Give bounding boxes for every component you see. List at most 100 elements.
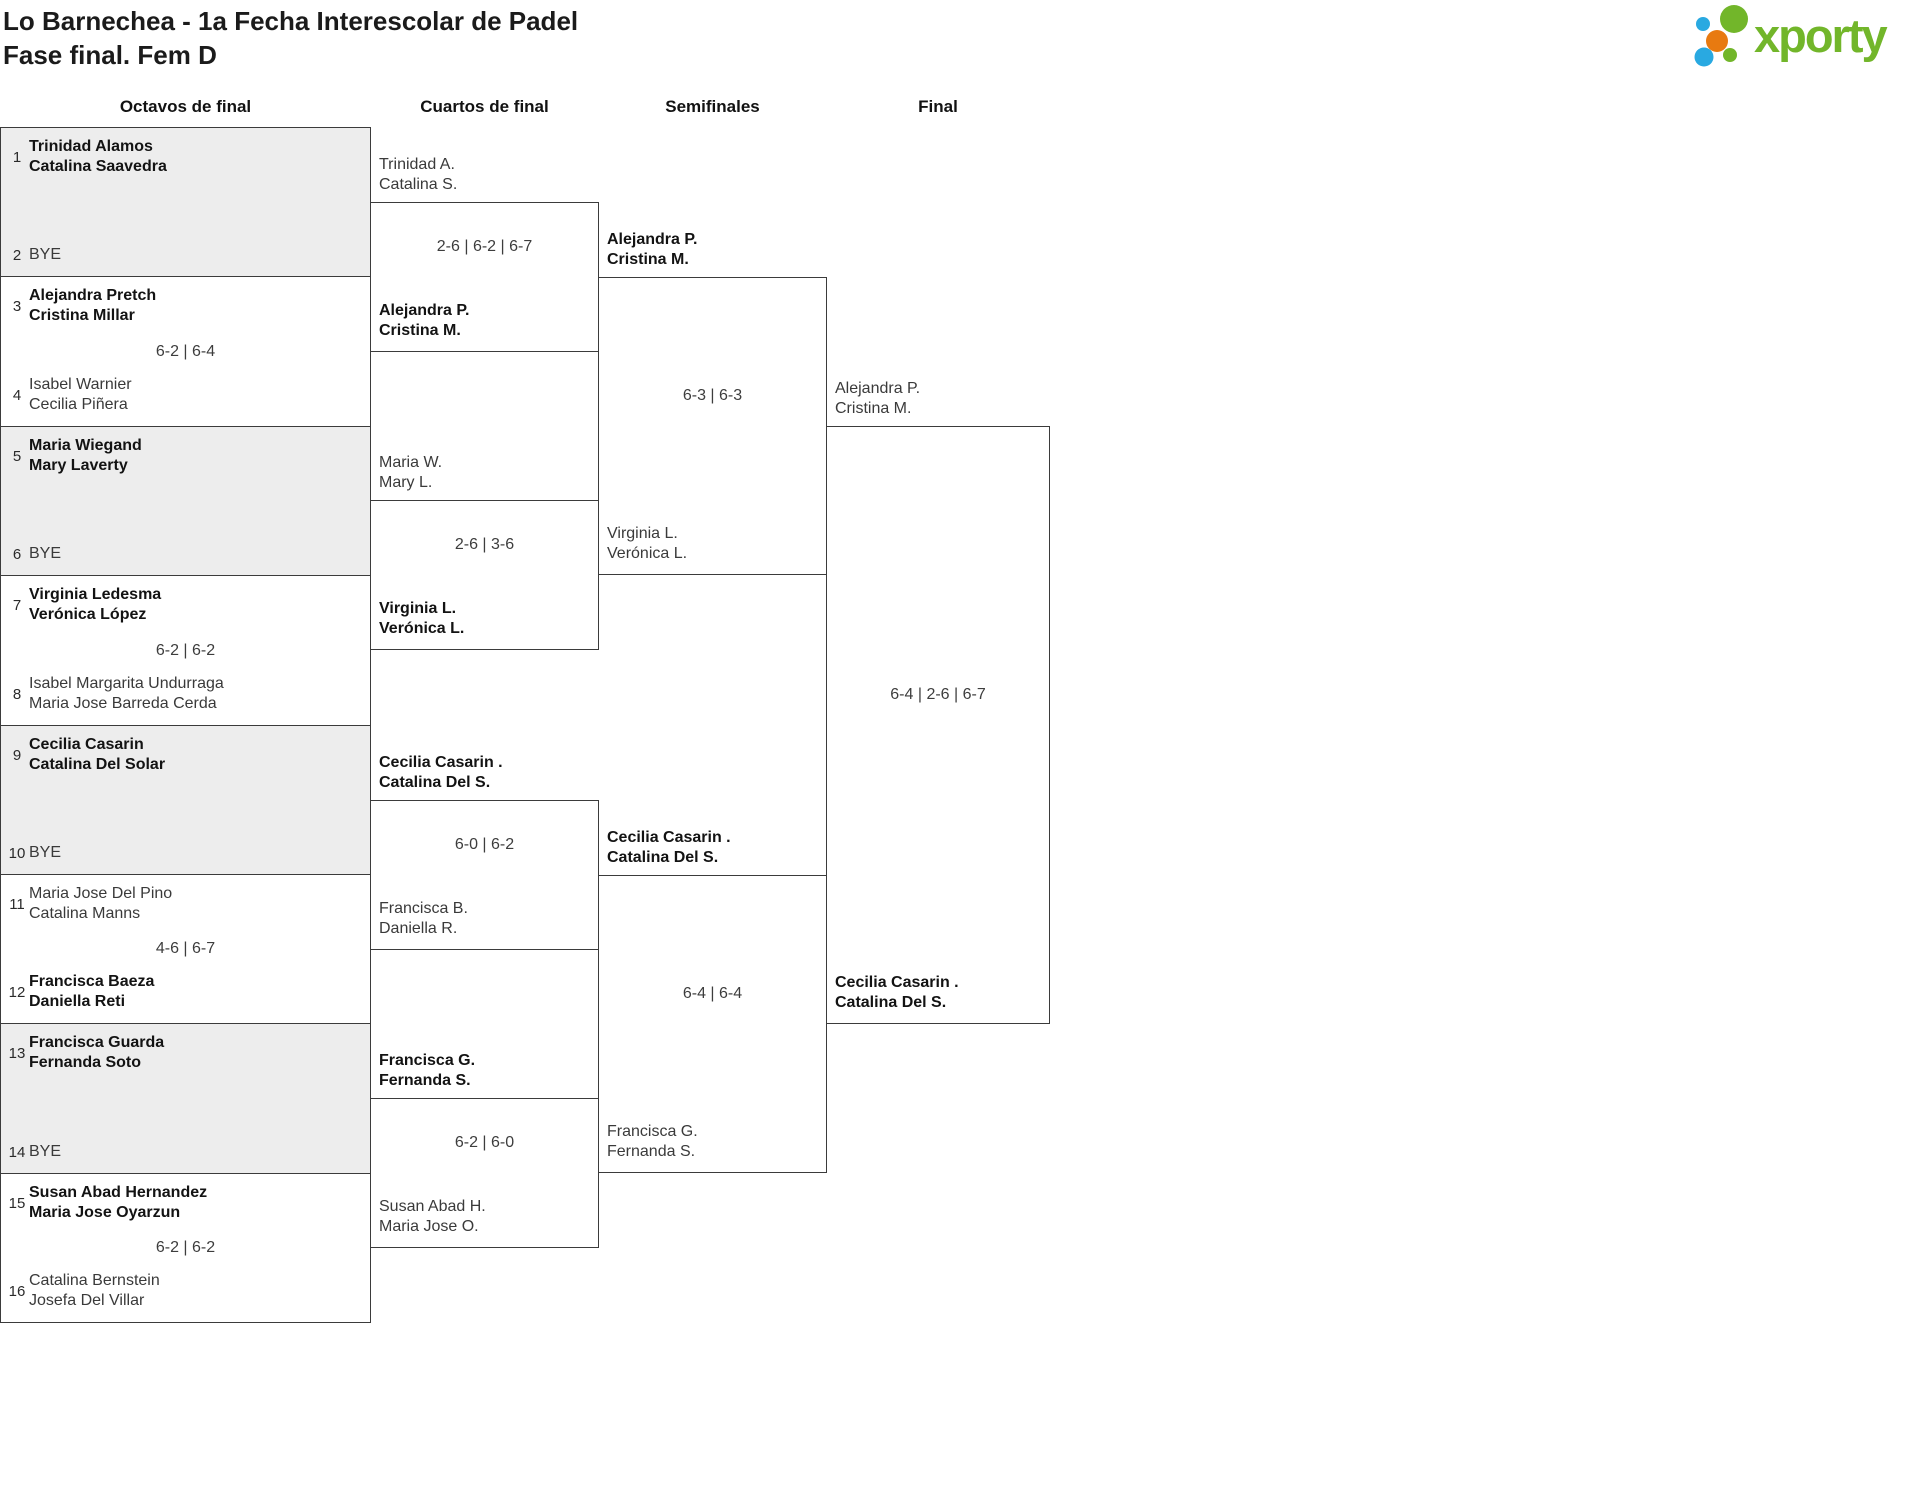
seed-number: 8 bbox=[12, 685, 22, 703]
player-name: Francisca G. bbox=[379, 1052, 476, 1069]
participant-pair: 7 Virginia Ledesma Verónica López bbox=[6, 585, 161, 625]
match-box-octavos-4: 7 Virginia Ledesma Verónica López 6-2 | … bbox=[0, 575, 371, 726]
player-name: Trinidad A. bbox=[379, 156, 455, 173]
participant-pair: Susan Abad H. Maria Jose O. bbox=[379, 1197, 486, 1237]
participant-pair: 5 Maria Wiegand Mary Laverty bbox=[6, 436, 142, 476]
player-name: Virginia Ledesma bbox=[29, 586, 162, 603]
page-title: Lo Barnechea - 1a Fecha Interescolar de … bbox=[3, 4, 578, 72]
participant-pair: 4 Isabel Warnier Cecilia Piñera bbox=[6, 375, 132, 415]
match-score: 6-4 | 6-4 bbox=[682, 985, 743, 1002]
player-name: Daniella Reti bbox=[29, 993, 126, 1010]
bye-label: BYE bbox=[29, 1143, 62, 1160]
round-header-octavos: Octavos de final bbox=[119, 97, 252, 116]
match-box-semifinal-1: Alejandra P. Cristina M. 6-3 | 6-3 Virgi… bbox=[598, 231, 827, 575]
player-name: Francisca Baeza bbox=[29, 973, 155, 990]
match-box-octavos-2: 3 Alejandra Pretch Cristina Millar 6-2 |… bbox=[0, 276, 371, 427]
player-name: Catalina Del S. bbox=[835, 994, 947, 1011]
participant-pair: 10 BYE bbox=[6, 843, 61, 863]
match-score: 6-3 | 6-3 bbox=[682, 387, 743, 404]
seed-number: 12 bbox=[8, 983, 26, 1001]
participant-pair: Cecilia Casarin . Catalina Del S. bbox=[835, 973, 959, 1013]
match-box-octavos-5: 9 Cecilia Casarin Catalina Del Solar 10 … bbox=[0, 725, 371, 875]
participant-pair: 12 Francisca Baeza Daniella Reti bbox=[6, 972, 155, 1012]
player-name: Trinidad Alamos bbox=[29, 138, 153, 155]
player-name: Alejandra P. bbox=[607, 231, 698, 248]
player-name: Alejandra P. bbox=[835, 380, 921, 397]
player-name: Susan Abad Hernandez bbox=[29, 1184, 208, 1201]
seed-number: 3 bbox=[12, 297, 22, 315]
player-name: Maria Jose Oyarzun bbox=[29, 1204, 181, 1221]
xporty-logo[interactable]: xporty bbox=[1688, 0, 1920, 74]
match-score: 2-6 | 6-2 | 6-7 bbox=[436, 238, 533, 255]
player-name: Cristina M. bbox=[379, 322, 461, 339]
match-box-semifinal-2: Cecilia Casarin . Catalina Del S. 6-4 | … bbox=[598, 829, 827, 1173]
player-name: Isabel Warnier bbox=[29, 376, 132, 393]
player-name: Catalina Del S. bbox=[607, 849, 719, 866]
player-name: Virginia L. bbox=[607, 525, 678, 542]
player-name: Verónica L. bbox=[607, 545, 688, 562]
player-name: Maria W. bbox=[379, 454, 443, 471]
player-name: Mary L. bbox=[379, 474, 433, 491]
logo-dots-icon bbox=[1694, 5, 1748, 67]
player-name: Francisca B. bbox=[379, 900, 468, 917]
player-name: Fernanda S. bbox=[607, 1143, 696, 1160]
player-name: Maria Jose Del Pino bbox=[29, 885, 173, 902]
seed-number: 9 bbox=[12, 746, 22, 764]
player-name: Catalina Manns bbox=[29, 905, 141, 922]
participant-pair: Francisca G. Fernanda S. bbox=[379, 1051, 475, 1091]
participant-pair: Francisca G. Fernanda S. bbox=[607, 1122, 698, 1162]
player-name: Maria Wiegand bbox=[29, 437, 142, 454]
match-box-cuartos-2: Maria W. Mary L. 2-6 | 3-6 Virginia L. V… bbox=[370, 454, 599, 650]
player-name: Josefa Del Villar bbox=[29, 1292, 145, 1309]
match-box-final: Alejandra P. Cristina M. 6-4 | 2-6 | 6-7… bbox=[826, 380, 1050, 1024]
player-name: Virginia L. bbox=[379, 600, 457, 617]
phase-category: Fase final. Fem D bbox=[3, 40, 217, 70]
match-score: 6-2 | 6-4 bbox=[155, 342, 216, 360]
player-name: Mary Laverty bbox=[29, 457, 128, 474]
participant-pair: 1 Trinidad Alamos Catalina Saavedra bbox=[6, 137, 167, 177]
player-name: Catalina Bernstein bbox=[29, 1272, 160, 1289]
participant-pair: Trinidad A. Catalina S. bbox=[379, 155, 457, 195]
participant-pair: Francisca B. Daniella R. bbox=[379, 899, 468, 939]
player-name: Catalina Del S. bbox=[379, 774, 491, 791]
match-box-cuartos-4: Francisca G. Fernanda S. 6-2 | 6-0 Susan… bbox=[370, 1052, 599, 1248]
seed-number: 10 bbox=[8, 844, 26, 862]
participant-pair: 9 Cecilia Casarin Catalina Del Solar bbox=[6, 735, 165, 775]
player-name: Alejandra Pretch bbox=[29, 287, 157, 304]
player-name: Francisca G. bbox=[607, 1123, 698, 1140]
seed-number: 1 bbox=[12, 148, 22, 166]
participant-pair: Cecilia Casarin . Catalina Del S. bbox=[607, 828, 731, 868]
round-header-semifinales: Semifinales bbox=[665, 97, 760, 116]
seed-number: 4 bbox=[12, 386, 22, 404]
participant-pair: 3 Alejandra Pretch Cristina Millar bbox=[6, 286, 156, 326]
match-box-cuartos-1: Trinidad A. Catalina S. 2-6 | 6-2 | 6-7 … bbox=[370, 156, 599, 352]
player-name: Fernanda S. bbox=[379, 1072, 471, 1089]
match-box-octavos-8: 15 Susan Abad Hernandez Maria Jose Oyarz… bbox=[0, 1173, 371, 1323]
bye-label: BYE bbox=[29, 545, 62, 562]
player-name: Francisca Guarda bbox=[29, 1034, 165, 1051]
match-score: 2-6 | 3-6 bbox=[454, 536, 515, 553]
player-name: Cecilia Casarin bbox=[29, 736, 144, 753]
player-name: Maria Jose O. bbox=[379, 1218, 479, 1235]
player-name: Cristina M. bbox=[607, 251, 689, 268]
player-name: Cristina Millar bbox=[29, 307, 135, 324]
match-box-octavos-3: 5 Maria Wiegand Mary Laverty 6 BYE bbox=[0, 426, 371, 576]
participant-pair: Virginia L. Verónica L. bbox=[379, 599, 464, 639]
seed-number: 7 bbox=[12, 596, 22, 614]
seed-number: 2 bbox=[12, 246, 22, 264]
participant-pair: Alejandra P. Cristina M. bbox=[379, 301, 469, 341]
match-score: 4-6 | 6-7 bbox=[155, 940, 216, 957]
participant-pair: 16 Catalina Bernstein Josefa Del Villar bbox=[6, 1271, 160, 1311]
match-score: 6-2 | 6-2 bbox=[155, 641, 216, 659]
player-name: Catalina Saavedra bbox=[29, 158, 167, 175]
match-score: 6-0 | 6-2 bbox=[454, 836, 515, 853]
player-name: Alejandra P. bbox=[379, 302, 470, 319]
participant-pair: 15 Susan Abad Hernandez Maria Jose Oyarz… bbox=[6, 1183, 207, 1223]
participant-pair: Alejandra P. Cristina M. bbox=[835, 379, 920, 419]
seed-number: 5 bbox=[12, 447, 22, 465]
participant-pair: Alejandra P. Cristina M. bbox=[607, 230, 697, 270]
match-box-octavos-6: 11 Maria Jose Del Pino Catalina Manns 4-… bbox=[0, 874, 371, 1024]
match-score: 6-4 | 2-6 | 6-7 bbox=[890, 686, 986, 703]
participant-pair: 8 Isabel Margarita Undurraga Maria Jose … bbox=[6, 674, 224, 714]
seed-number: 13 bbox=[8, 1044, 26, 1062]
